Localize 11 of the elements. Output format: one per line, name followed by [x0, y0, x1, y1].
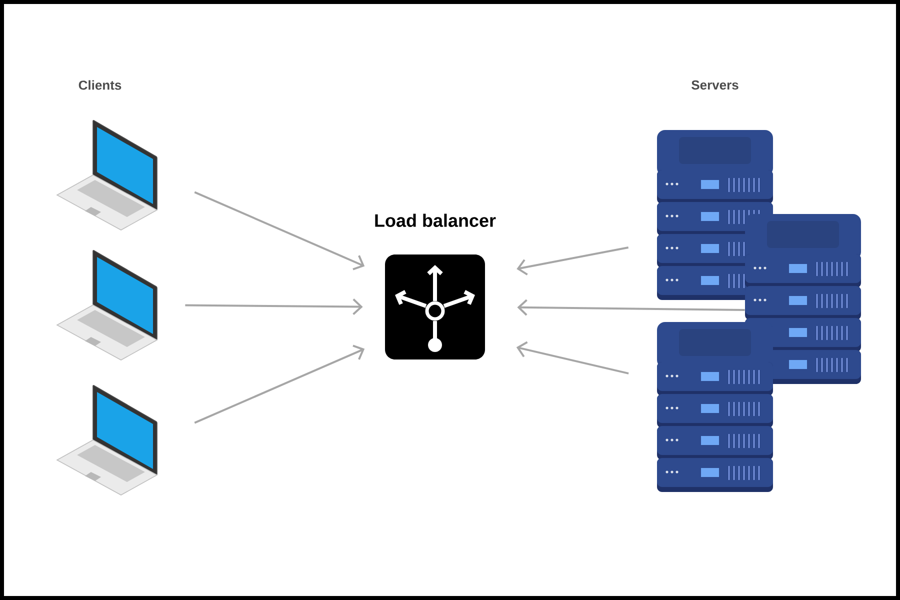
arrow: [185, 298, 363, 315]
arrow: [194, 191, 365, 270]
arrow: [194, 344, 365, 424]
arrow: [516, 246, 629, 276]
arrow: [517, 299, 745, 316]
group-label: Clients: [78, 80, 122, 90]
arrow: [516, 341, 629, 374]
node-heading: Load balancer: [375, 214, 496, 227]
server-rack-drawing: [657, 322, 773, 492]
server-rack-drawing: [745, 214, 861, 384]
group-label: Servers: [692, 80, 738, 90]
